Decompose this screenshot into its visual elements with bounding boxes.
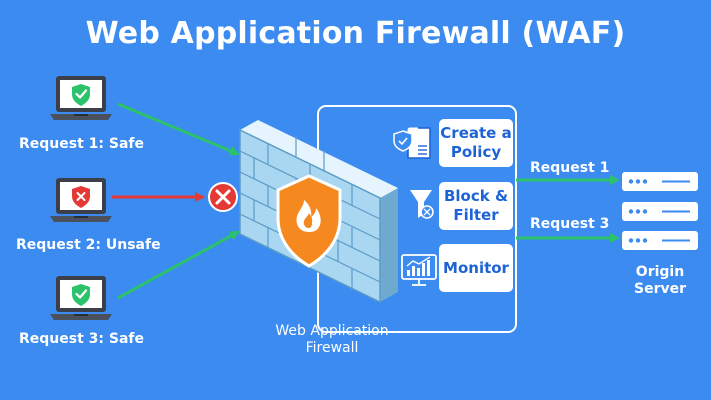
feature-box-monitor — [439, 244, 513, 292]
diagram-title: Web Application Firewall (WAF) — [85, 16, 626, 51]
origin-server-line1: Origin — [635, 264, 685, 280]
feature-label-block: Block & Filter — [439, 187, 513, 225]
laptop-client-3 — [50, 276, 112, 320]
feature-monitor-line1: Monitor — [443, 259, 509, 277]
blocked-x-icon — [208, 182, 238, 212]
feature-policy-line1: Create a — [440, 124, 512, 142]
arrow-request-1 — [117, 102, 240, 156]
origin-server-label: Origin Server — [620, 264, 700, 298]
firewall-label: Web Application Firewall — [252, 323, 412, 357]
feature-block-line2: Filter — [453, 206, 499, 224]
shield-x-icon — [72, 186, 90, 208]
feature-policy-line2: Policy — [450, 143, 502, 161]
feature-label-monitor: Monitor — [439, 259, 513, 278]
client-label-1: Request 1: Safe — [19, 136, 144, 152]
laptop-client-2 — [50, 178, 112, 222]
chart-monitor-icon — [401, 254, 437, 286]
outgoing-label-1: Request 1 — [530, 160, 610, 176]
feature-block-line1: Block & — [443, 187, 509, 205]
shield-check-icon — [72, 84, 90, 106]
arrow-request-3 — [117, 230, 240, 300]
client-label-3: Request 3: Safe — [19, 331, 144, 347]
feature-box-block — [439, 182, 513, 230]
firewall-label-line1: Web Application — [275, 323, 389, 339]
server-rack-icon — [622, 172, 698, 250]
shield-flame-icon — [276, 174, 342, 268]
outgoing-label-3: Request 3 — [530, 216, 610, 232]
origin-server-line2: Server — [633, 281, 686, 297]
feature-label-policy: Create a Policy — [439, 124, 513, 162]
firewall-label-line2: Firewall — [305, 340, 359, 356]
shield-check-icon — [72, 284, 90, 306]
client-label-2: Request 2: Unsafe — [16, 237, 161, 253]
funnel-block-icon — [410, 190, 434, 219]
policy-document-shield-icon — [393, 127, 431, 159]
laptop-client-1 — [50, 76, 112, 120]
feature-box-policy — [439, 119, 513, 167]
